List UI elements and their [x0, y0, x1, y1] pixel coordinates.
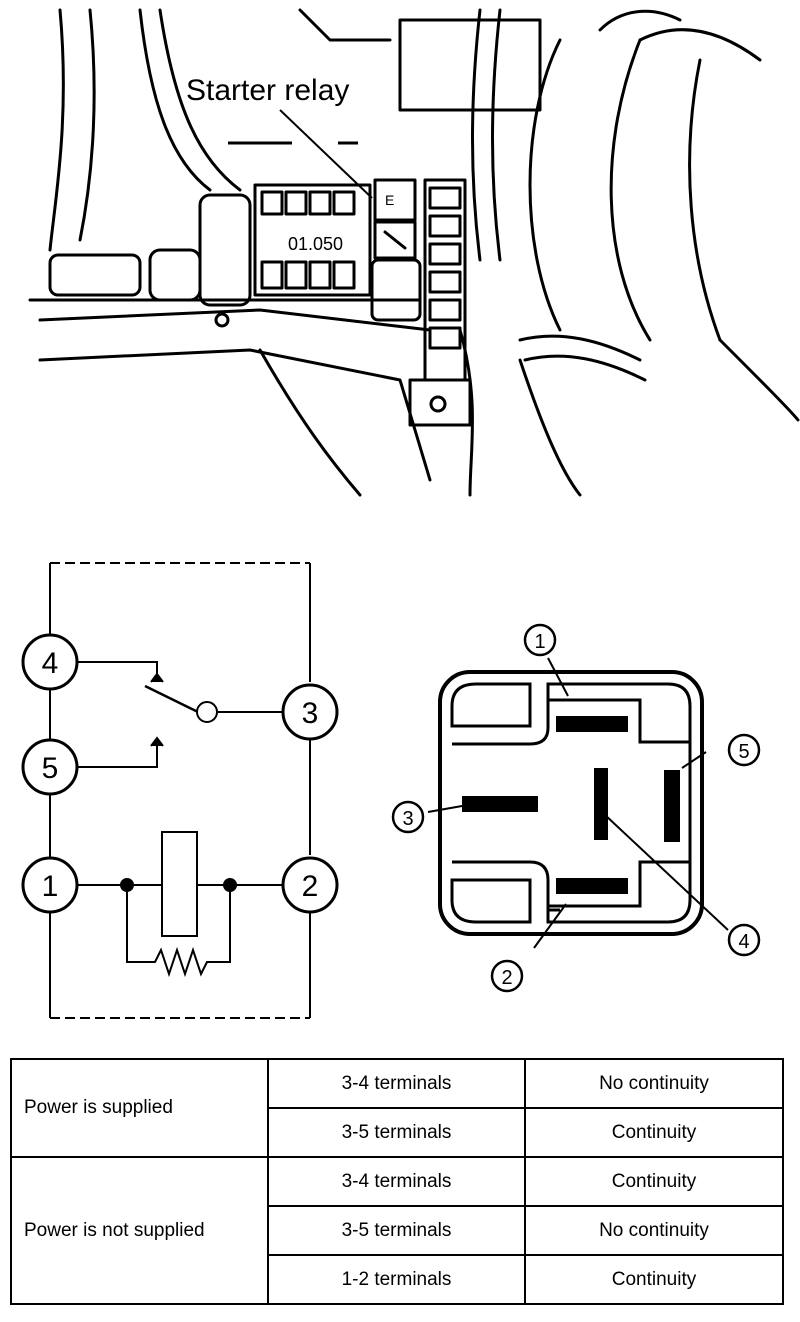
svg-text:5: 5	[42, 752, 59, 785]
relay-coil	[77, 831, 283, 978]
table-row: Power is not supplied 3-4 terminals Cont…	[10, 1156, 784, 1305]
connector-label-2: 2	[490, 959, 524, 993]
connector-label-4: 4	[727, 923, 761, 957]
table-row: Power is supplied 3-4 terminals No conti…	[10, 1058, 784, 1158]
svg-text:5: 5	[738, 741, 749, 763]
svg-text:1: 1	[534, 631, 545, 653]
terminals-cell: 3-4 terminals	[267, 1058, 526, 1109]
terminal-1: 1	[21, 856, 79, 914]
continuity-table: Power is supplied 3-4 terminals No conti…	[10, 1058, 784, 1305]
terminal-5: 5	[21, 738, 79, 796]
svg-text:2: 2	[501, 967, 512, 989]
terminals-cell: 3-5 terminals	[267, 1205, 526, 1256]
terminals-cell: 3-4 terminals	[267, 1156, 526, 1207]
terminal-4: 4	[21, 633, 79, 691]
result-cell: Continuity	[524, 1107, 784, 1158]
terminal-2: 2	[281, 856, 339, 914]
table-row: 3-5 terminals No continuity	[11, 1205, 784, 1256]
svg-text:3: 3	[302, 697, 319, 730]
svg-text:4: 4	[42, 647, 59, 680]
svg-text:4: 4	[738, 931, 749, 953]
result-cell: No continuity	[524, 1058, 784, 1109]
connector-pins	[462, 716, 680, 894]
result-cell: No continuity	[524, 1205, 784, 1256]
connector-label-1: 1	[523, 623, 557, 657]
table-row: 1-2 terminals Continuity	[11, 1254, 784, 1305]
relay-mark-e: E	[385, 192, 394, 208]
table-row: 3-5 terminals Continuity	[11, 1107, 784, 1158]
terminals-cell: 3-5 terminals	[267, 1107, 526, 1158]
connector-label-3: 3	[391, 800, 425, 834]
svg-text:1: 1	[42, 870, 59, 903]
result-cell: Continuity	[524, 1156, 784, 1207]
terminal-3: 3	[281, 683, 339, 741]
relay-connector-face	[438, 670, 704, 936]
svg-text:3: 3	[402, 808, 413, 830]
terminals-cell: 1-2 terminals	[267, 1254, 526, 1305]
condition-cell: Power is supplied	[10, 1058, 269, 1158]
starter-relay-illustration: Starter relay E 01.050	[28, 8, 800, 497]
starter-relay-label: Starter relay	[186, 74, 349, 107]
relay-switch	[77, 661, 283, 768]
condition-cell: Power is not supplied	[10, 1156, 269, 1305]
result-cell: Continuity	[524, 1254, 784, 1305]
relay-schematic: 4 5 1 3 2	[21, 562, 761, 1019]
connector-label-5: 5	[727, 733, 761, 767]
fuse-box-code: 01.050	[288, 234, 343, 254]
svg-text:2: 2	[302, 870, 319, 903]
